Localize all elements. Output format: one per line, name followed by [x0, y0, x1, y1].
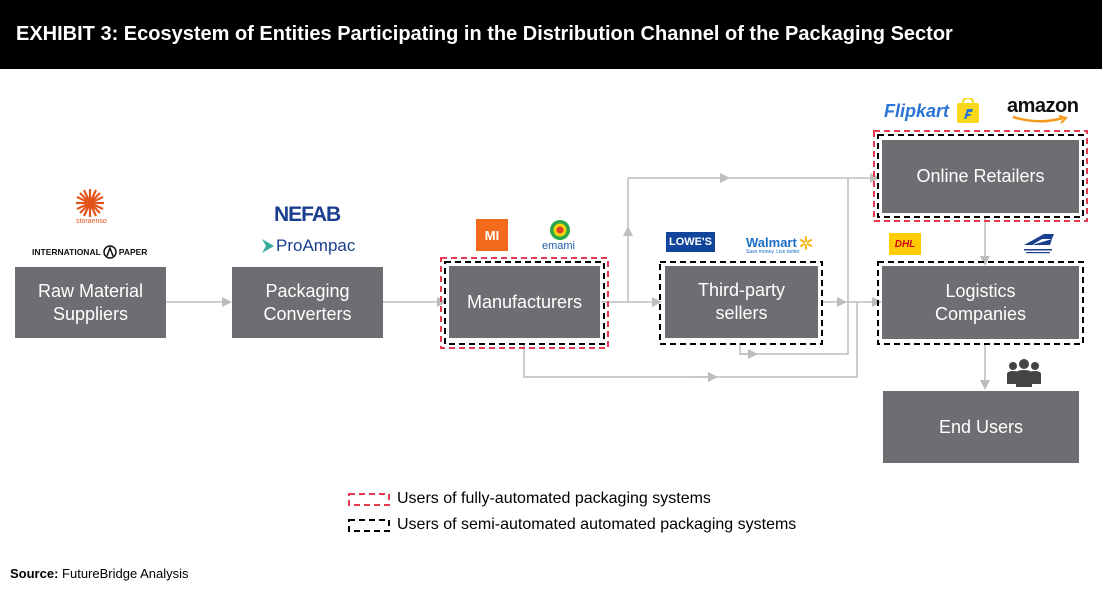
node-online-retailers: Online Retailers: [882, 140, 1079, 213]
semi-auto-boundary-manufacturers: [444, 261, 605, 345]
dhl-wordmark: DHL: [894, 238, 916, 250]
source-label: Source:: [10, 566, 59, 581]
legend-semi-label: Users of semi-automated automated packag…: [397, 516, 797, 533]
international-paper-logo: INTERNATIONAL PAPER: [32, 245, 147, 259]
dhl-logo: DHL: [889, 233, 921, 255]
semi-auto-boundary-online: [877, 134, 1084, 218]
storaenso-icon: [76, 189, 104, 217]
node-packaging-converters: Packaging Converters: [232, 267, 383, 338]
exhibit-header: EXHIBIT 3: Ecosystem of Entities Partici…: [0, 0, 1102, 69]
node-end-users: End Users: [883, 391, 1079, 463]
walmart-tagline: Save money. Live better.: [746, 249, 801, 255]
storaenso-wordmark: storaenso: [76, 218, 107, 225]
semi-auto-boundary-logistics: [877, 261, 1084, 345]
legend-full-automation: Users of fully-automated packaging syste…: [397, 490, 711, 508]
node-manufacturers: Manufacturers: [449, 266, 600, 338]
legend-semi-swatch: [348, 519, 390, 532]
lowes-logo: LOWE'S: [666, 232, 715, 252]
full-auto-boundary-manufacturers: [440, 257, 609, 349]
nefab-logo: NEFAB: [274, 203, 341, 226]
source-note: Source: FutureBridge Analysis: [10, 566, 188, 581]
people-group-icon: [1007, 359, 1041, 387]
international-paper-right-text: PAPER: [118, 247, 148, 257]
emami-wordmark: emami: [542, 240, 576, 252]
international-paper-left-text: INTERNATIONAL: [32, 247, 101, 257]
mi-wordmark: MI: [484, 227, 500, 243]
emami-logo: emami: [540, 218, 580, 252]
walmart-logo: Walmart Save money. Live better.: [746, 235, 813, 255]
flipkart-wordmark: Flipkart: [884, 100, 950, 121]
amazon-logo: amazon: [1007, 95, 1079, 124]
proampac-logo: ProAmpac: [261, 236, 355, 256]
proampac-icon: [262, 239, 274, 253]
amazon-wordmark: amazon: [1007, 95, 1079, 117]
amazon-smile-icon: [1012, 115, 1068, 124]
emami-icon: [550, 220, 570, 240]
walmart-spark-icon: [799, 235, 813, 250]
walmart-wordmark: Walmart: [746, 235, 797, 250]
international-paper-icon: [103, 245, 117, 259]
legend-semi-automation: Users of semi-automated automated packag…: [397, 516, 796, 534]
semi-auto-boundary-thirdparty: [659, 261, 823, 345]
full-auto-boundary-online: [873, 130, 1088, 222]
node-third-party-sellers: Third-party sellers: [665, 266, 818, 338]
exhibit-title: EXHIBIT 3: Ecosystem of Entities Partici…: [16, 23, 953, 45]
source-text: FutureBridge Analysis: [62, 566, 189, 581]
usps-logo: [1022, 231, 1056, 262]
mi-logo: MI: [476, 219, 508, 251]
lowes-wordmark: LOWE'S: [669, 236, 712, 248]
legend-full-label: Users of fully-automated packaging syste…: [397, 490, 711, 507]
storaenso-logo: storaenso: [70, 186, 110, 226]
people-icon: [1005, 358, 1043, 393]
node-raw-material-suppliers: Raw Material Suppliers: [15, 267, 166, 338]
proampac-wordmark: ProAmpac: [276, 236, 356, 255]
line-thirdparty-loop: [739, 178, 849, 355]
flipkart-bag-icon: [957, 98, 980, 123]
node-logistics-companies: Logistics Companies: [882, 266, 1079, 339]
flipkart-logo: Flipkart: [884, 98, 981, 124]
usps-eagle-icon: [1024, 234, 1054, 254]
legend-full-swatch: [348, 493, 390, 506]
